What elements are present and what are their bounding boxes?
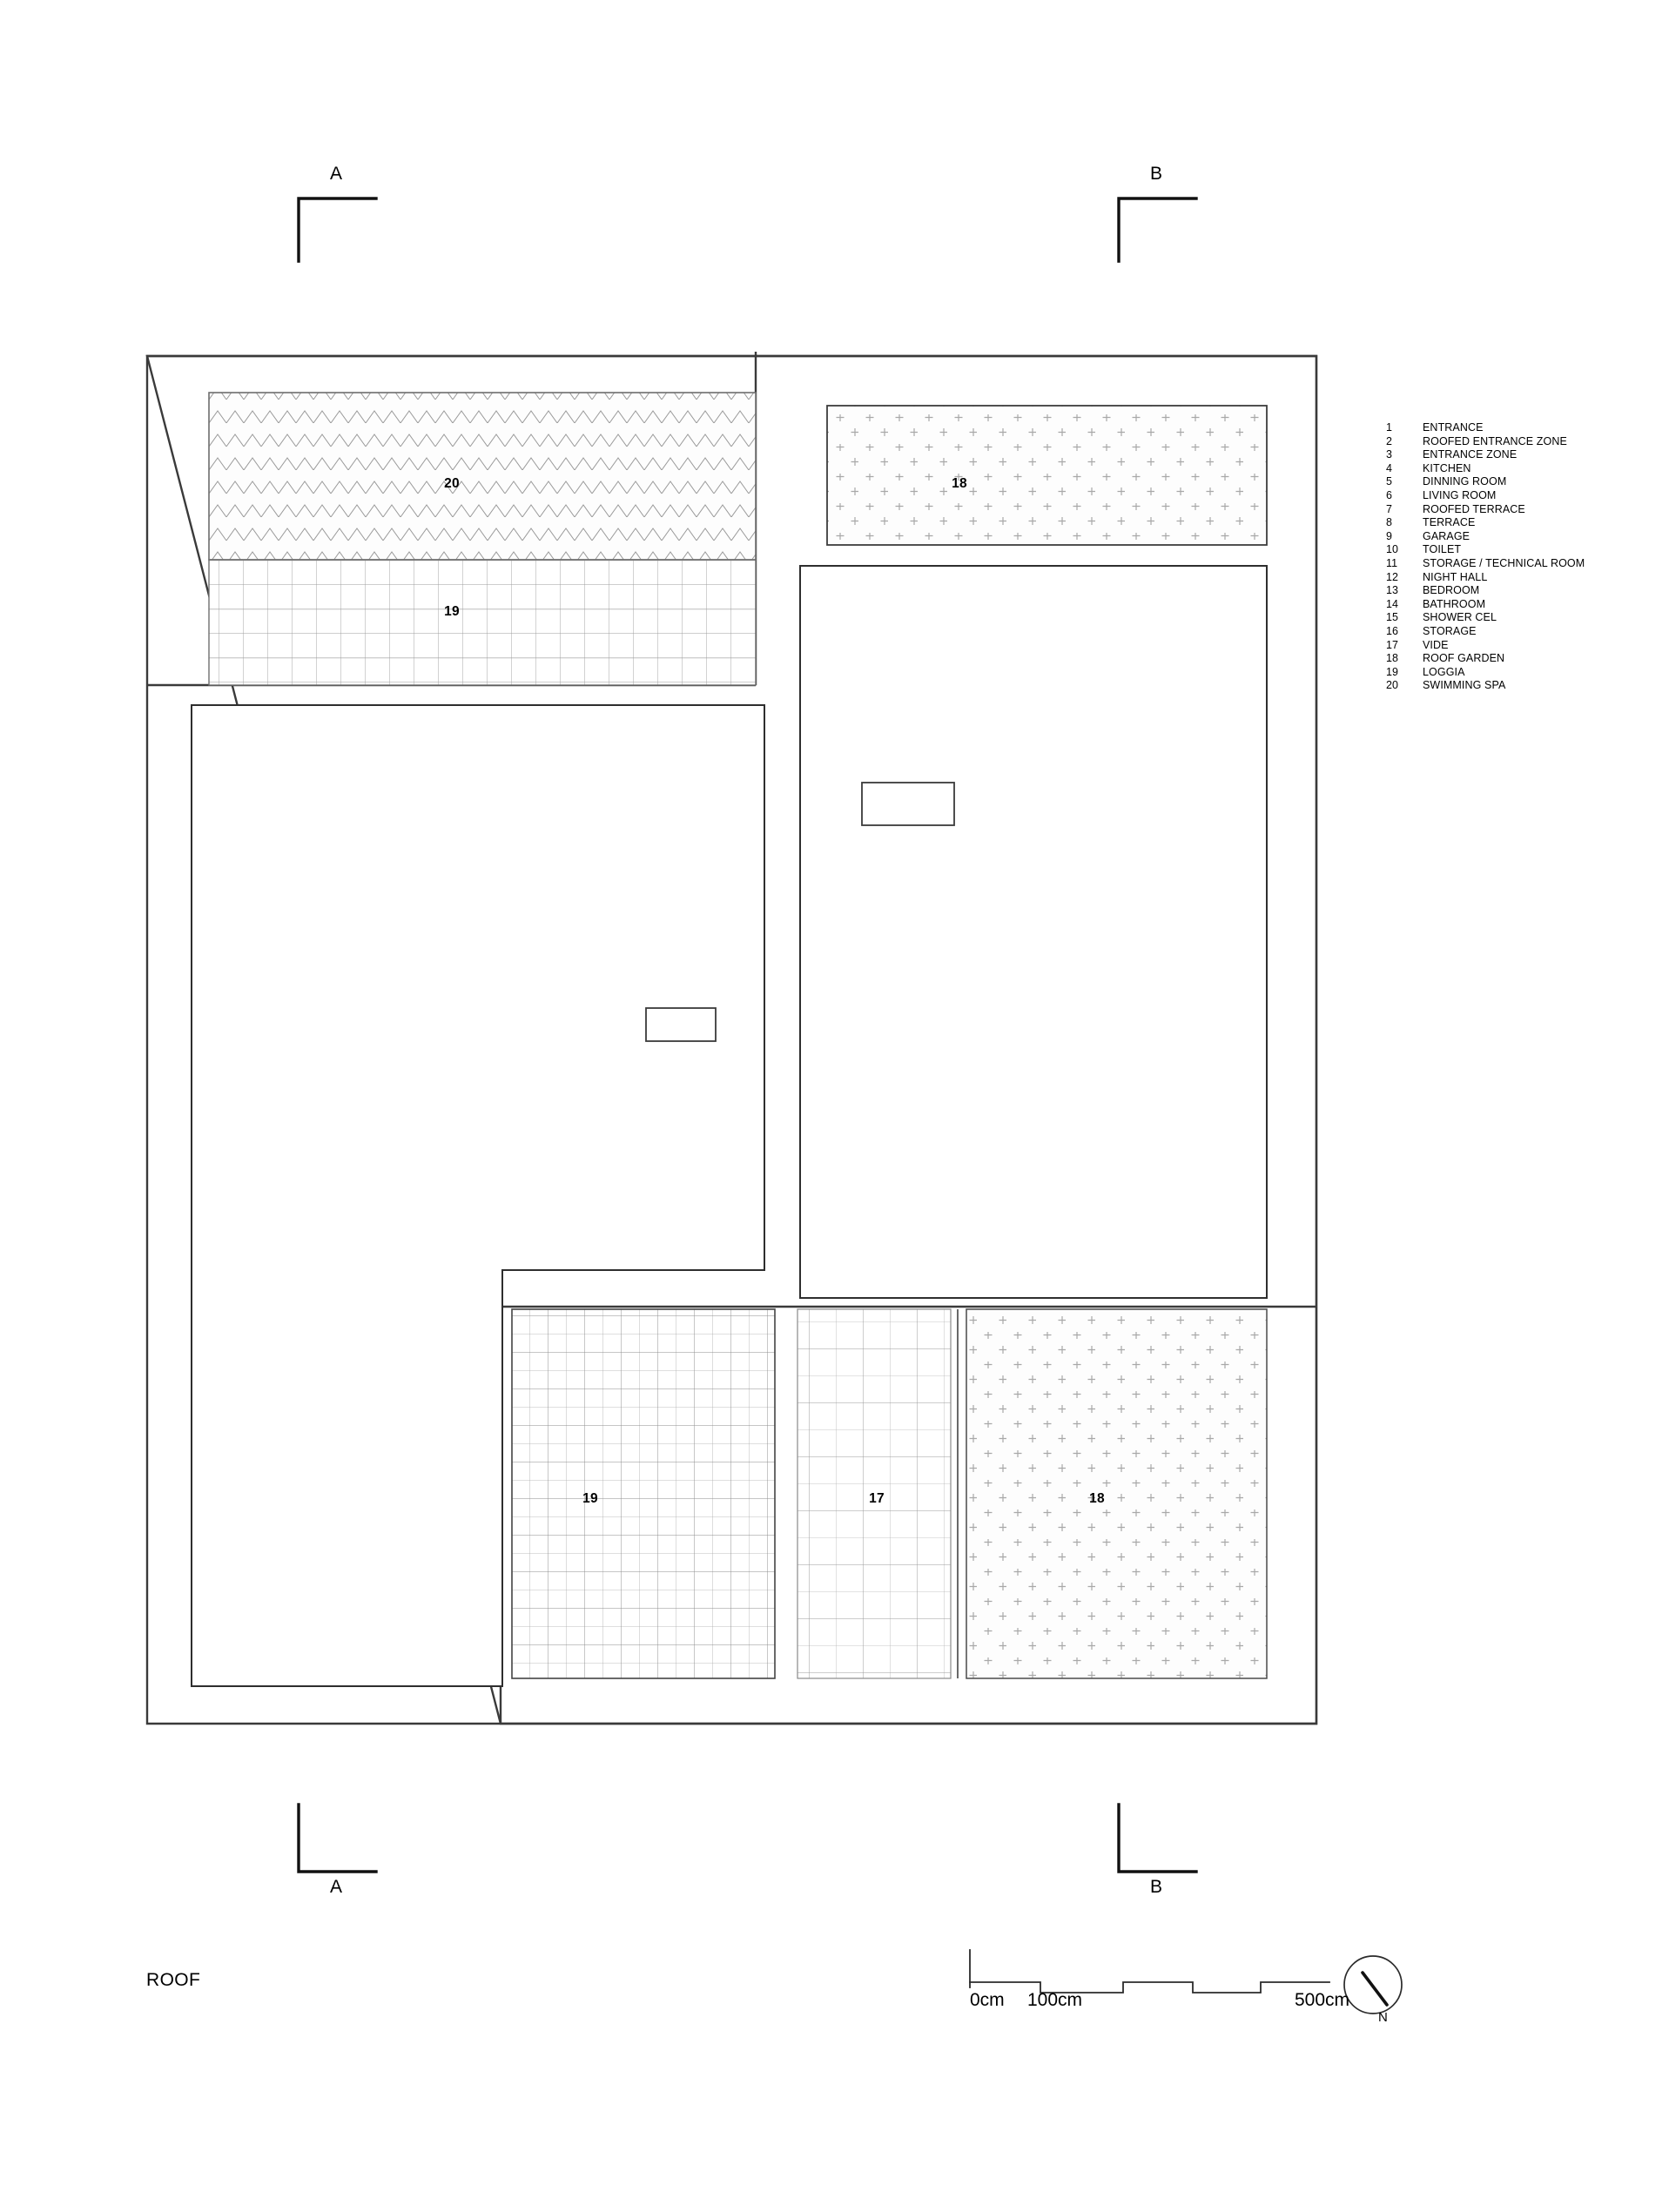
legend-number: 18 — [1386, 652, 1399, 665]
compass-north-label: N — [1378, 2010, 1388, 2025]
legend-item: 5 DINNING ROOM — [1386, 475, 1647, 489]
legend-number: 13 — [1386, 584, 1399, 597]
legend-item: 7 ROOFED TERRACE — [1386, 503, 1647, 517]
scale-bar — [969, 1949, 1330, 1993]
section-label-b-top: B — [1149, 164, 1162, 184]
legend-item: 20 SWIMMING SPA — [1386, 679, 1647, 693]
room-number-18-roof-garden-upper: 18 — [952, 476, 967, 491]
legend-label: NIGHT HALL — [1423, 570, 1488, 583]
roof-block-left — [191, 704, 765, 1687]
legend-item: 9 GARAGE — [1386, 530, 1647, 544]
section-label-b-bottom: B — [1149, 1877, 1162, 1897]
legend-number: 11 — [1386, 556, 1398, 569]
legend-number: 16 — [1386, 624, 1399, 637]
legend-item: 4 KITCHEN — [1386, 462, 1647, 476]
section-mark-b-bottom — [1117, 1803, 1198, 1873]
zone-roof-garden-upper — [826, 405, 1268, 546]
legend-label: ROOFED ENTRANCE ZONE — [1423, 434, 1567, 447]
roof-block-right — [799, 565, 1268, 1299]
roof-hatch-left — [645, 1007, 717, 1042]
legend-number: 9 — [1386, 529, 1393, 542]
compass-rose — [1343, 1955, 1403, 2014]
legend-item: 11 STORAGE / TECHNICAL ROOM — [1386, 557, 1647, 571]
legend-label: STORAGE — [1423, 624, 1477, 637]
room-number-19-loggia-lower: 19 — [582, 1491, 598, 1506]
legend-label: VIDE — [1423, 638, 1449, 651]
section-label-a-top: A — [329, 164, 342, 184]
legend-label: SWIMMING SPA — [1423, 679, 1506, 692]
legend-item: 2 ROOFED ENTRANCE ZONE — [1386, 435, 1647, 449]
legend-label: LIVING ROOM — [1423, 488, 1497, 501]
zone-roof-garden-lower — [966, 1308, 1268, 1679]
legend-item: 15 SHOWER CEL — [1386, 611, 1647, 625]
legend-label: GARAGE — [1423, 529, 1470, 542]
legend: 1 ENTRANCE 2 ROOFED ENTRANCE ZONE 3 ENTR… — [1386, 421, 1647, 693]
legend-label: DINNING ROOM — [1423, 475, 1507, 488]
legend-item: 12 NIGHT HALL — [1386, 571, 1647, 585]
legend-item: 13 BEDROOM — [1386, 584, 1647, 598]
legend-item: 16 STORAGE — [1386, 625, 1647, 639]
legend-number: 15 — [1386, 611, 1399, 624]
section-mark-a-bottom — [297, 1803, 378, 1873]
room-number-19-loggia-upper: 19 — [444, 604, 460, 619]
room-number-20-spa: 20 — [444, 476, 460, 491]
drawing-title: ROOF — [146, 1970, 201, 1990]
legend-label: BEDROOM — [1423, 584, 1480, 597]
legend-label: STORAGE / TECHNICAL ROOM — [1423, 556, 1585, 569]
scale-label-mid: 100cm — [1027, 1990, 1083, 2010]
legend-number: 20 — [1386, 679, 1399, 692]
legend-label: TERRACE — [1423, 516, 1476, 529]
legend-number: 14 — [1386, 597, 1399, 610]
legend-label: ROOF GARDEN — [1423, 652, 1505, 665]
legend-number: 19 — [1386, 665, 1399, 678]
roof-hatch-right — [861, 782, 955, 826]
section-mark-b-top — [1117, 197, 1198, 263]
room-number-17-vide: 17 — [869, 1491, 885, 1506]
legend-label: BATHROOM — [1423, 597, 1486, 610]
legend-number: 6 — [1386, 488, 1393, 501]
legend-number: 5 — [1386, 475, 1393, 488]
legend-label: ENTRANCE — [1423, 421, 1484, 434]
zone-loggia-upper — [208, 559, 757, 686]
legend-number: 10 — [1386, 543, 1399, 556]
legend-label: ENTRANCE ZONE — [1423, 448, 1518, 461]
legend-number: 3 — [1386, 448, 1393, 461]
legend-item: 18 ROOF GARDEN — [1386, 652, 1647, 666]
zone-vide — [797, 1308, 952, 1679]
legend-label: SHOWER CEL — [1423, 611, 1497, 624]
legend-item: 8 TERRACE — [1386, 516, 1647, 530]
legend-number: 7 — [1386, 502, 1393, 515]
legend-number: 4 — [1386, 461, 1393, 474]
legend-item: 10 TOILET — [1386, 543, 1647, 557]
scale-label-end: 500cm — [1295, 1990, 1350, 2010]
legend-label: TOILET — [1423, 543, 1462, 556]
compass-needle — [1361, 1971, 1389, 2007]
scale-label-start: 0cm — [970, 1990, 1005, 2010]
legend-number: 12 — [1386, 570, 1399, 583]
legend-item: 6 LIVING ROOM — [1386, 489, 1647, 503]
legend-label: KITCHEN — [1423, 461, 1471, 474]
zone-loggia-lower — [511, 1308, 776, 1679]
legend-number: 17 — [1386, 638, 1399, 651]
room-number-18-roof-garden-lower: 18 — [1089, 1491, 1105, 1506]
zone-swimming-spa — [208, 392, 757, 561]
legend-label: ROOFED TERRACE — [1423, 502, 1525, 515]
legend-item: 14 BATHROOM — [1386, 598, 1647, 612]
legend-number: 2 — [1386, 434, 1393, 447]
section-label-a-bottom: A — [329, 1877, 342, 1897]
legend-number: 1 — [1386, 421, 1393, 434]
legend-label: LOGGIA — [1423, 665, 1465, 678]
legend-item: 1 ENTRANCE — [1386, 421, 1647, 435]
legend-number: 8 — [1386, 516, 1393, 529]
legend-item: 19 LOGGIA — [1386, 666, 1647, 680]
legend-item: 17 VIDE — [1386, 639, 1647, 653]
legend-item: 3 ENTRANCE ZONE — [1386, 448, 1647, 462]
section-mark-a-top — [297, 197, 378, 263]
